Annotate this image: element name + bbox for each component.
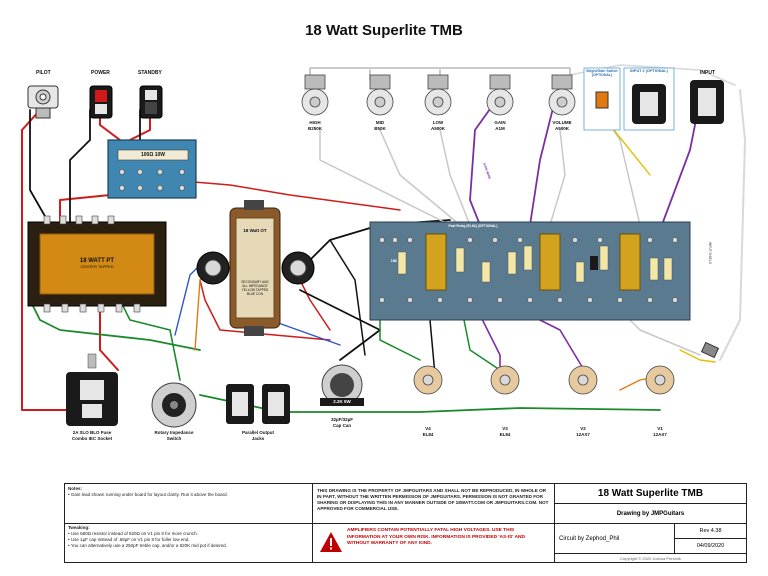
turret-board <box>369 221 691 321</box>
iec-socket <box>66 353 118 426</box>
tweaking-cell: Tweaking: • Use 680Ω resistor instead of… <box>65 524 313 563</box>
copyright-cell: THIS DRAWING IS THE PROPERTY OF JMPGUITA… <box>313 484 555 524</box>
board-resistor-label: 18K <box>390 259 398 263</box>
wiring-diagram <box>21 64 746 428</box>
input-ground-lug <box>700 341 720 359</box>
tweaking-item: • Use 1µF cap instead of .68µF on V1 pin… <box>68 537 190 542</box>
output-jacks <box>226 384 290 424</box>
pilot-label: PILOT <box>36 70 51 76</box>
input2-label: INPUT 2 (OPTIONAL) <box>630 69 668 73</box>
ot-label: 18 Watt OT <box>243 228 267 233</box>
copyright-line: Copyright © 2020 Joshua Persmik <box>620 556 681 561</box>
fast-relay-label: Fast Relay (EL84) (OPTIONAL) <box>448 224 498 228</box>
block-title: 18 Watt Superlite TMB <box>555 484 746 504</box>
pot-row <box>301 74 576 116</box>
standby-label: STANDBY <box>138 70 162 76</box>
page-title: 18 Watt Superlite TMB <box>305 22 463 39</box>
notes-text: • Gain lead shown running under board fo… <box>68 492 228 497</box>
tube-sockets <box>413 365 675 395</box>
power-label: POWER <box>91 70 110 76</box>
tweaking-item: • Use 680Ω resistor instead of 820Ω on V… <box>68 531 198 536</box>
standby-switch <box>139 85 163 119</box>
revision: Rev 4.38 <box>675 524 746 539</box>
drawing-by: Drawing by JMPGuitars <box>555 504 746 524</box>
title-block: Notes: • Gain lead shown running under b… <box>64 483 747 563</box>
rotary-switch <box>151 382 197 428</box>
warning-text: AMPLIFIERS CONTAIN POTENTIALLY FATAL HIG… <box>347 528 525 546</box>
tweaking-heading: Tweaking: <box>68 525 90 530</box>
notes-heading: Notes: <box>68 486 83 491</box>
output-transformer <box>196 200 315 336</box>
tweaking-item: • You can alternatively use a 250pF treb… <box>68 543 227 548</box>
input-shield-label: INPUT SHIELD <box>708 241 712 265</box>
date: 04/09/2020 <box>675 539 746 554</box>
cap-value-label: 2.2K 5W <box>333 399 351 404</box>
circuit-by: Circuit by Zephod_Phil <box>555 524 675 554</box>
input-section <box>583 67 724 131</box>
cap-can <box>320 364 364 406</box>
rotary-label: Rotary Impedance Switch <box>154 430 194 441</box>
copyright-text: THIS DRAWING IS THE PROPERTY OF JMPGUITA… <box>317 488 549 511</box>
warning-cell: AMPLIFIERS CONTAIN POTENTIALLY FATAL HIG… <box>313 524 555 563</box>
power-transformer <box>27 215 167 313</box>
jacks-label: Parallel Output Jacks <box>241 430 274 441</box>
resistor-block-label: 100Ω 10W <box>140 152 166 158</box>
pilot-lamp <box>27 85 59 119</box>
input-label: INPUT <box>700 70 715 76</box>
bright-switch-label: Bright/Gain Switch (OPTIONAL) <box>586 69 618 77</box>
notes-cell: Notes: • Gain lead shown running under b… <box>65 484 313 524</box>
cap-can-label: 32µF/32µF Cap Can <box>331 417 353 428</box>
power-switch <box>89 85 113 119</box>
resistor-block <box>107 139 197 199</box>
warning-icon <box>320 532 342 552</box>
fuse-label: 2A SLO BLO Fuse Combo IEC Socket <box>71 430 113 441</box>
